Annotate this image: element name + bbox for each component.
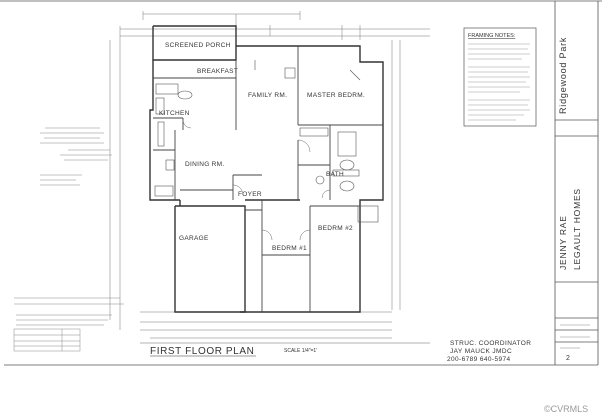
- room-label-family-rm: FAMILY RM.: [248, 92, 287, 99]
- room-label-master-bedrm: MASTER BEDRM.: [307, 92, 365, 99]
- room-label-bedrm-2: BEDRM #2: [318, 225, 353, 232]
- watermark: ©CVRMLS: [544, 404, 588, 414]
- framing-notes-title: FRAMING NOTES:: [468, 33, 516, 39]
- plan-scale: SCALE 1/4"=1': [284, 348, 317, 354]
- title-strip: Ridgewood Park JENNY RAE LEGAULT HOMES 2: [555, 37, 598, 362]
- project-name: Ridgewood Park: [558, 37, 568, 114]
- room-label-dining-rm: DINING RM.: [185, 161, 224, 168]
- room-label-breakfast: BREAKFAST: [197, 68, 238, 75]
- sheet-border: [0, 0, 602, 366]
- plan-title-block: FIRST FLOOR PLAN SCALE 1/4"=1': [140, 342, 430, 357]
- coordinator-block: STRUC. COORDINATOR JAY MAUCK JMDC 200-67…: [447, 340, 531, 363]
- room-label-screened-porch: SCREENED PORCH: [165, 42, 231, 49]
- door-swings: [182, 119, 331, 241]
- coordinator-line-1: STRUC. COORDINATOR: [450, 340, 531, 347]
- room-label-bath: BATH: [326, 171, 344, 178]
- interior-walls: [153, 46, 383, 312]
- framing-notes-box: FRAMING NOTES:: [463, 27, 537, 127]
- plan-title: FIRST FLOOR PLAN: [150, 346, 254, 357]
- coordinator-line-2: JAY MAUCK JMDC: [450, 348, 512, 355]
- company-name: LEGAULT HOMES: [572, 188, 582, 270]
- room-labels: SCREENED PORCH BREAKFAST FAMILY RM. MAST…: [159, 42, 365, 252]
- fixtures: [154, 60, 379, 223]
- exterior-walls: [149, 25, 384, 313]
- sheet-number: 2: [566, 355, 570, 362]
- room-label-bedrm-1: BEDRM #1: [272, 245, 307, 252]
- coordinator-line-3: 200-6789 640-5974: [447, 356, 511, 363]
- plan-notes-scribble: [14, 127, 124, 326]
- client-name: JENNY RAE: [558, 215, 568, 270]
- room-label-kitchen: KITCHEN: [159, 110, 190, 117]
- window-schedule: [13, 328, 81, 352]
- room-label-foyer: FOYER: [238, 191, 262, 198]
- room-label-garage: GARAGE: [179, 235, 209, 242]
